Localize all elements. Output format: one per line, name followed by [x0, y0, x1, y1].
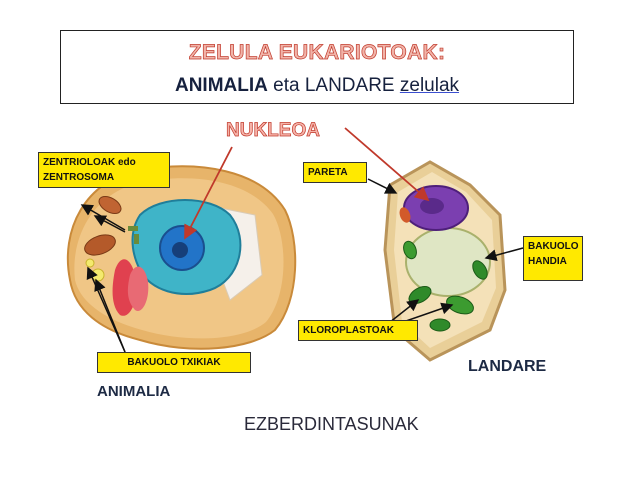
chloroplasts-label: KLOROPLASTOAK	[298, 320, 418, 341]
animal-cell	[66, 165, 297, 350]
subtitle-eta: eta	[267, 75, 305, 96]
animal-label: ANIMALIA	[97, 383, 171, 400]
subtitle-landare: LANDARE	[304, 75, 395, 96]
small-vacuoles-label: BAKUOLO TXIKIAK	[97, 352, 251, 373]
subtitle-zelulak: zelulak	[399, 75, 460, 96]
centrioles-label: ZENTRIOLOAK edo ZENTROSOMA	[38, 152, 170, 188]
big-vacuole-label-line2: HANDIA	[528, 256, 567, 267]
big-vacuole-label-line1: BAKUOLO	[528, 241, 579, 252]
subtitle-animalia: ANIMALIA	[174, 75, 268, 96]
plant-label: LANDARE	[468, 358, 547, 375]
big-vacuole-label: BAKUOLO HANDIA	[523, 236, 583, 281]
centrioles-label-line1: ZENTRIOLOAK edo	[43, 157, 136, 168]
differences-label: EZBERDINTASUNAK	[244, 414, 419, 434]
title-box: ZELULA EUKARIOTOAK: ANIMALIA eta LANDARE…	[60, 30, 574, 104]
subtitle: ANIMALIA eta LANDARE zelulak	[61, 75, 573, 97]
main-title: ZELULA EUKARIOTOAK:	[188, 41, 446, 65]
wall-label: PARETA	[303, 162, 367, 183]
nucleus-label: NUKLEOA	[226, 120, 321, 142]
centrioles-label-line2: ZENTROSOMA	[43, 172, 115, 183]
